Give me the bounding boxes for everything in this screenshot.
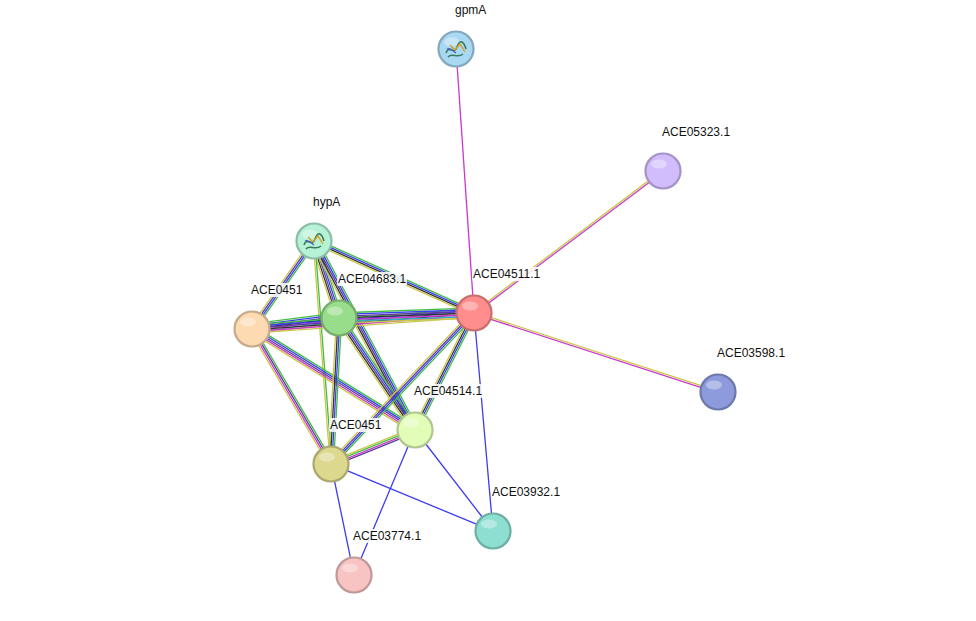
node-circle [320, 299, 358, 337]
node-circle [699, 373, 737, 411]
edge-strand [348, 334, 404, 416]
edge-strand [488, 181, 648, 301]
edge-strand [347, 434, 398, 454]
edge-strand [489, 182, 649, 302]
node-label: ACE03774.1 [352, 529, 422, 543]
interaction-edge [488, 181, 649, 303]
node-circle [437, 30, 475, 68]
edge-strand [263, 343, 324, 447]
edge-strand [322, 257, 406, 414]
edge-strand [351, 332, 407, 414]
node-circle [455, 294, 493, 332]
node-label: ACE0451 [250, 283, 303, 297]
node-label: ACE03598.1 [716, 346, 786, 360]
node-label: ACE05323.1 [661, 125, 731, 139]
protein-node: ACE0451 [233, 310, 271, 348]
edge-strand [349, 333, 405, 415]
interaction-edge [315, 259, 331, 446]
interaction-edge [270, 310, 457, 332]
node-circle [474, 512, 512, 550]
protein-node: ACE04511.1 [455, 294, 493, 332]
edge-strand [352, 331, 408, 413]
edge-strand [259, 346, 320, 450]
interaction-edge [348, 471, 477, 524]
node-label: ACE03932.1 [491, 485, 561, 499]
interaction-edge [335, 482, 351, 558]
edge-strand [330, 249, 457, 306]
edge-strand [421, 328, 464, 413]
edge-strand [260, 345, 321, 449]
node-label: ACE04511.1 [472, 267, 541, 281]
interaction-edge [491, 318, 701, 388]
node-label: ACE04683.1 [337, 272, 407, 286]
interaction-edge [357, 309, 456, 323]
edge-strand [347, 436, 398, 456]
node-circle [644, 152, 682, 190]
protein-node: ACE0451 [312, 445, 350, 483]
interaction-edge [347, 434, 400, 459]
edge-strand [426, 444, 482, 517]
node-circle [396, 411, 434, 449]
edge-strand [331, 246, 458, 303]
edge-strand [346, 335, 402, 417]
node-label: ACE0451 [329, 418, 382, 432]
edge-strand [491, 319, 701, 387]
edge-strand [331, 248, 458, 305]
protein-node: ACE05323.1 [644, 152, 682, 190]
interaction-edge [457, 67, 473, 295]
interaction-edge [259, 343, 324, 450]
node-label: hypA [312, 195, 341, 209]
protein-node: gpmA [437, 30, 475, 68]
edge-strand [262, 344, 323, 448]
protein-node: ACE04683.1 [320, 299, 358, 337]
protein-node: ACE03774.1 [335, 556, 373, 594]
edge-strand [491, 318, 701, 386]
edge-strand [457, 67, 473, 295]
node-label: ACE04514.1 [413, 384, 483, 398]
edge-strand [315, 259, 329, 446]
edge-strand [348, 438, 399, 458]
node-label: gpmA [454, 3, 487, 17]
node-circle [312, 445, 350, 483]
edge-strand [335, 482, 351, 558]
protein-node: ACE03932.1 [474, 512, 512, 550]
node-circle [233, 310, 271, 348]
node-circle [335, 556, 373, 594]
interaction-edge [426, 444, 482, 517]
edge-strand [348, 471, 477, 524]
protein-node: ACE04514.1 [396, 411, 434, 449]
edge-strand [476, 331, 492, 513]
interaction-edge [346, 331, 407, 417]
edge-strand [349, 439, 400, 459]
node-circle [295, 222, 333, 260]
protein-node: ACE03598.1 [699, 373, 737, 411]
edge-strand [357, 319, 456, 323]
interaction-edge [476, 331, 492, 513]
protein-node: hypA [295, 222, 333, 260]
